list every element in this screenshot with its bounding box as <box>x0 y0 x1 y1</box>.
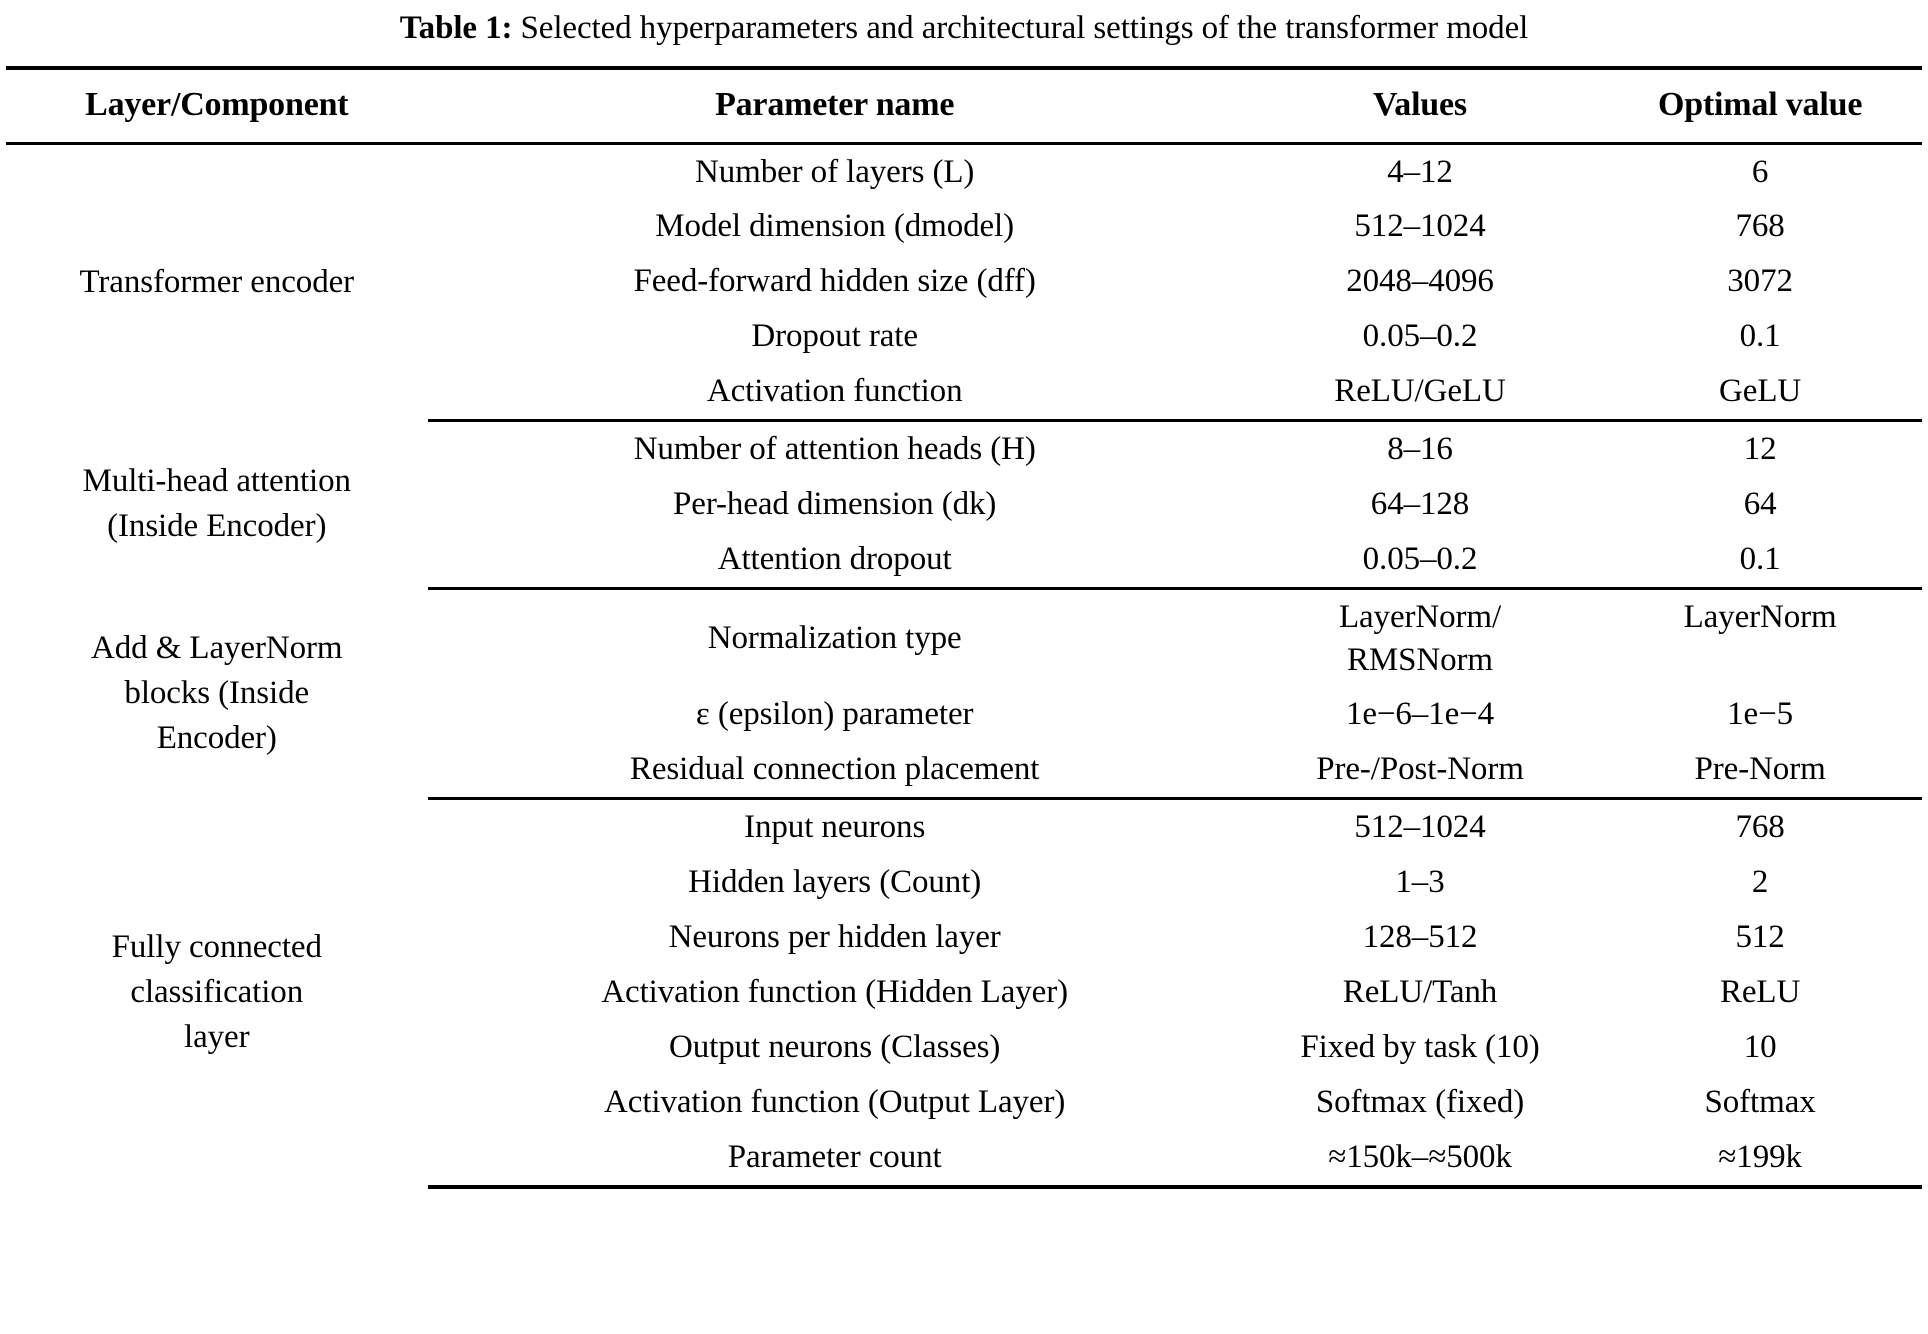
cell-values: ReLU/GeLU <box>1241 364 1599 423</box>
cell-values: ≈150k–≈500k <box>1241 1129 1599 1189</box>
table-row: Model dimension (dmodel) 512–1024 768 <box>6 199 1922 254</box>
cell-parameter-name: Per-head dimension (dk) <box>673 485 997 522</box>
hyperparameters-table: Layer/Component Parameter name Values Op… <box>6 66 1922 1189</box>
component-label-line: blocks (Inside <box>124 675 310 712</box>
cell-parameter-name: Model dimension (dmodel) <box>655 208 1015 245</box>
cell-optimal-value: 768 <box>1735 208 1785 245</box>
cell-parameter-name: Neurons per hidden layer <box>668 919 1001 956</box>
cell-layer-component: Transformer encoder <box>6 143 428 420</box>
cell-parameter-name: Input neurons <box>744 809 926 846</box>
cell-parameter-name: Hidden layers (Count) <box>688 864 982 901</box>
cell-parameter-name: Feed-forward hidden size (dff) <box>633 263 1036 300</box>
cell-values: Pre-/Post-Norm <box>1241 742 1599 801</box>
component-label-line: Encoder) <box>156 719 277 756</box>
cell-parameter-name: Activation function (Hidden Layer) <box>601 973 1069 1010</box>
component-label-line: Transformer encoder <box>79 264 355 301</box>
cell-optimal-value: 0.1 <box>1598 531 1922 590</box>
table-row: Fully connected classification layer Input … <box>6 799 1922 1055</box>
cell-layer-component: Fully connected classification layer <box>6 799 428 1187</box>
cell-optimal-value: GeLU <box>1598 364 1922 423</box>
caption-text: Selected hyperparameters and architectur… <box>512 10 1529 46</box>
table-row: Activation function (Output Layer) Softma… <box>6 1075 1922 1130</box>
cell-values: 1e−6–1e−4 <box>1345 696 1495 733</box>
component-label-line: Add & LayerNorm <box>91 630 343 667</box>
column-header-optimal-value: Optimal value <box>1657 85 1863 123</box>
column-header-parameter-name: Parameter name <box>715 85 955 123</box>
cell-optimal-value: 512 <box>1735 919 1785 956</box>
table-caption: Table 1: Selected hyperparameters and ar… <box>6 0 1922 66</box>
cell-optimal-value: Pre-Norm <box>1598 742 1922 801</box>
table-row: Feed-forward hidden size (dff) 2048–4096 3… <box>6 254 1922 309</box>
table-row: Per-head dimension (dk) 64–128 64 <box>6 477 1922 532</box>
table-row: Hidden layers (Count) 1–3 2 <box>6 855 1922 910</box>
component-label-line: Multi-head attention <box>82 463 351 500</box>
table-body: Transformer encoder Number of layers (L) 4… <box>6 143 1922 1189</box>
cell-parameter-name: Number of attention heads (H) <box>633 431 1036 468</box>
cell-values: 4–12 <box>1387 153 1453 190</box>
column-header-layer-component: Layer/Component <box>85 85 349 123</box>
table-header: Layer/Component Parameter name Values Op… <box>6 67 1922 144</box>
cell-values: 2048–4096 <box>1346 263 1494 300</box>
cell-optimal-value: 768 <box>1735 809 1785 846</box>
component-label-line: Fully connected <box>111 929 322 966</box>
cell-values: 128–512 <box>1362 919 1478 956</box>
cell-optimal-value: 64 <box>1743 485 1777 522</box>
table-row: Multi-head attention (Inside Encoder) Numb… <box>6 421 1922 544</box>
cell-optimal-value: 6 <box>1751 153 1769 190</box>
cell-layer-component: Multi-head attention (Inside Encoder) <box>6 421 428 589</box>
cell-values: Softmax (fixed) <box>1315 1083 1525 1120</box>
table-row: Transformer encoder Number of layers (L) 4… <box>6 143 1922 301</box>
cell-optimal-value: 10 <box>1743 1028 1777 1065</box>
cell-optimal-value: 2 <box>1751 864 1769 901</box>
cell-parameter-name: ε (epsilon) parameter <box>695 696 974 733</box>
table-row: Output neurons (Classes) Fixed by task (1… <box>6 1020 1922 1075</box>
values-line: RMSNorm <box>1347 641 1493 678</box>
cell-parameter-name: Output neurons (Classes) <box>669 1028 1001 1065</box>
cell-optimal-value: ≈199k <box>1598 1129 1922 1189</box>
cell-parameter-name: Dropout rate <box>751 318 918 355</box>
cell-parameter-name: Activation function (Output Layer) <box>604 1083 1066 1120</box>
table-row: Parameter count≈150k–≈500k≈199k <box>6 1129 1922 1189</box>
table-row: Activation function (Hidden Layer) ReLU/T… <box>6 965 1922 1020</box>
component-label-line: layer <box>184 1019 250 1056</box>
cell-values: ReLU/Tanh <box>1342 973 1498 1010</box>
cell-parameter-name: Attention dropout <box>427 531 1242 590</box>
cell-values: Fixed by task (10) <box>1300 1028 1540 1065</box>
table-row: Dropout rate 0.05–0.2 0.1 <box>6 309 1922 364</box>
cell-optimal-value: 12 <box>1743 431 1777 468</box>
cell-values: 0.05–0.2 <box>1362 318 1478 355</box>
cell-values: 1–3 <box>1395 864 1445 901</box>
cell-optimal-value: ReLU <box>1719 973 1801 1010</box>
cell-optimal-value: LayerNorm <box>1683 598 1837 635</box>
table-row: Neurons per hidden layer 128–512 512 <box>6 910 1922 965</box>
cell-values: LayerNorm/RMSNorm <box>1242 588 1598 687</box>
table-header-row: Layer/Component Parameter name Values Op… <box>6 67 1922 144</box>
cell-optimal-value: 3072 <box>1727 263 1793 300</box>
column-header-values: Values <box>1373 85 1467 123</box>
cell-values: 8–16 <box>1387 431 1453 468</box>
cell-optimal-value: Softmax <box>1704 1083 1816 1120</box>
cell-values: 512–1024 <box>1354 208 1486 245</box>
cell-optimal-value: 0.1 <box>1739 318 1781 355</box>
cell-values: 0.05–0.2 <box>1241 531 1599 590</box>
cell-values: 512–1024 <box>1354 809 1486 846</box>
cell-parameter-name: Number of layers (L) <box>695 153 975 190</box>
values-line: LayerNorm/ <box>1338 598 1502 635</box>
table-row: ε (epsilon) parameter 1e−6–1e−4 1e−5 <box>6 687 1922 742</box>
cell-parameter-name: Normalization type <box>707 620 962 657</box>
caption-label: Table 1: <box>399 10 513 46</box>
cell-optimal-value: 1e−5 <box>1727 696 1794 733</box>
cell-parameter-name: Activation function <box>427 364 1242 423</box>
component-label-line: classification <box>130 974 304 1011</box>
cell-parameter-name: Parameter count <box>427 1129 1242 1189</box>
cell-values: 64–128 <box>1370 485 1470 522</box>
component-label-line: (Inside Encoder) <box>107 508 327 545</box>
cell-parameter-name: Residual connection placement <box>427 742 1242 801</box>
